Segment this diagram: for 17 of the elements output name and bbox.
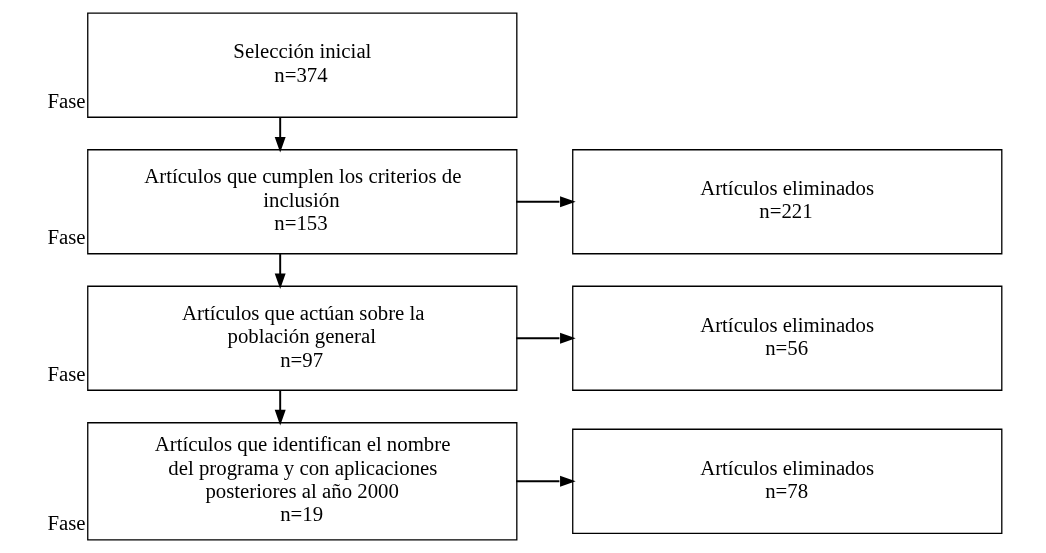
node-box: Artículos eliminados n=221 [572,149,1003,255]
arrow [274,389,286,426]
node-label: Fase [47,511,86,535]
arrow [515,475,576,487]
node-box: Artículos que identifican el nombre del programa y con aplicaciones posteriores al año 2000 n=19 [87,422,518,541]
node-box: Selección inicial n=374 [87,12,518,118]
node-label: Fase [47,225,86,249]
node-label: Fase [47,361,86,385]
arrow [515,332,576,344]
arrow [274,116,286,153]
node-box: Artículos eliminados n=56 [572,285,1003,391]
node-box: Artículos eliminados n=78 [572,428,1003,534]
arrow [274,253,286,290]
node-label: Fase [47,88,86,112]
node-box: Artículos que cumplen los criterios de inclusión n=153 [87,149,518,255]
arrow [515,196,576,208]
node-box: Artículos que actúan sobre la población general n=97 [87,285,518,391]
